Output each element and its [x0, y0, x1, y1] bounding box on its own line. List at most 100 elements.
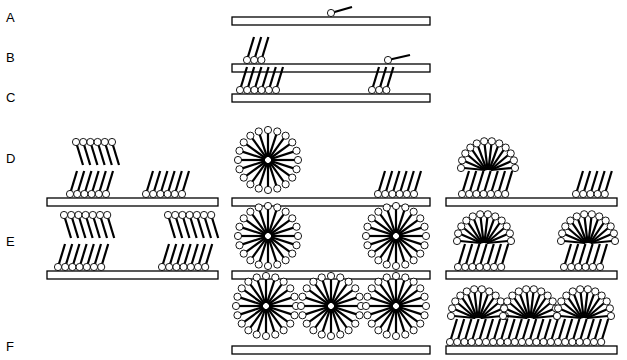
surfactant-head	[497, 338, 504, 345]
surfactant-head	[293, 242, 300, 249]
substrate-bar	[232, 346, 430, 354]
surfactant-head	[446, 338, 453, 345]
surfactant-head	[54, 263, 61, 270]
surfactant-head	[417, 215, 424, 222]
surfactant-head	[287, 285, 294, 292]
surfactant-head	[480, 190, 487, 197]
surfactant-head	[234, 312, 241, 319]
surfactant-head	[368, 285, 375, 292]
surfactant-head	[457, 164, 464, 171]
surfactant-head	[383, 331, 390, 338]
surfactant-tail	[330, 309, 332, 333]
surfactant-head	[247, 208, 254, 215]
surfactant-head	[592, 288, 599, 295]
surfactant-head	[282, 208, 289, 215]
surfactant-head	[240, 250, 247, 257]
surfactant-head	[606, 305, 613, 312]
surfactant-head	[402, 331, 409, 338]
surfactant-tail	[332, 309, 339, 332]
surfactant-head	[402, 261, 409, 268]
surfactant-head	[581, 211, 588, 218]
surfactant-head	[104, 211, 111, 218]
surfactant-head	[461, 338, 468, 345]
surfactant-head	[253, 331, 260, 338]
surfactant-head	[488, 138, 495, 145]
surfactant-tail	[370, 307, 393, 314]
surfactant-head	[236, 223, 243, 230]
substrate-bar	[232, 94, 430, 102]
surfactant-head	[500, 305, 507, 312]
surfactant-head	[89, 211, 96, 218]
surfactant-head	[494, 190, 501, 197]
surfactant-head	[240, 215, 247, 222]
surfactant-head	[108, 138, 115, 145]
surfactant-head	[610, 230, 617, 237]
surfactant-head	[490, 263, 497, 270]
surfactant-head	[236, 86, 243, 93]
surfactant-tail	[260, 134, 267, 157]
row-letter: B	[6, 51, 15, 64]
surfactant-head	[421, 293, 428, 300]
surfactant-head	[587, 190, 594, 197]
surfactant-tail	[587, 316, 608, 318]
surfactant-tail	[260, 210, 267, 233]
surfactant-head	[374, 190, 381, 197]
surfactant-head	[236, 242, 243, 249]
surfactant-head	[289, 250, 296, 257]
surfactant-head	[554, 305, 561, 312]
surfactant-head	[375, 278, 382, 285]
surfactant-head	[262, 272, 269, 279]
surfactant-head	[589, 263, 596, 270]
surfactant-head	[294, 232, 301, 239]
surfactant-head	[477, 211, 484, 218]
surfactant-head	[238, 320, 245, 327]
surfactant-head	[458, 223, 465, 230]
surfactant-head	[299, 312, 306, 319]
surfactant-tail	[369, 235, 393, 237]
surfactant-head	[560, 263, 567, 270]
surfactant-head	[601, 190, 608, 197]
surfactant-head	[509, 292, 516, 299]
surfactant-head	[244, 86, 251, 93]
surfactant-head	[583, 338, 590, 345]
surfactant-head	[402, 204, 409, 211]
surfactant-head	[448, 305, 455, 312]
surfactant-head	[193, 211, 200, 218]
surfactant-head	[402, 274, 409, 281]
surfactant-head	[473, 190, 480, 197]
surfactant-head	[375, 208, 382, 215]
surfactant-head	[337, 331, 344, 338]
surfactant-head	[511, 164, 518, 171]
surfactant-head	[364, 293, 371, 300]
surfactant-tail	[388, 210, 395, 233]
surfactant-head	[264, 262, 271, 269]
surfactant-head	[515, 288, 522, 295]
surfactant-head	[496, 140, 503, 147]
surfactant-head	[475, 338, 482, 345]
surfactant-head	[280, 327, 287, 334]
surfactant-head	[98, 263, 105, 270]
surfactant-tail	[242, 161, 265, 168]
surfactant-head	[611, 237, 618, 244]
surfactant-head	[194, 263, 201, 270]
surfactant-tail	[269, 298, 292, 305]
surfactant-head	[158, 263, 165, 270]
surfactant-head	[481, 138, 488, 145]
surfactant-head	[469, 213, 476, 220]
surfactant-head	[396, 190, 403, 197]
surfactant-head	[310, 327, 317, 334]
surfactant-head	[376, 86, 383, 93]
surfactant-tail	[267, 133, 269, 157]
surfactant-head	[74, 190, 81, 197]
surfactant-head	[538, 288, 545, 295]
surfactant-head	[66, 190, 73, 197]
surfactant-head	[274, 185, 281, 192]
surfactant-head	[562, 338, 569, 345]
surfactant-head	[500, 305, 507, 312]
surfactant-head	[255, 204, 262, 211]
surfactant-head	[507, 237, 514, 244]
surfactant-head	[607, 223, 614, 230]
surfactant-head	[253, 274, 260, 281]
surfactant-head	[327, 9, 334, 16]
surfactant-head	[375, 257, 382, 264]
